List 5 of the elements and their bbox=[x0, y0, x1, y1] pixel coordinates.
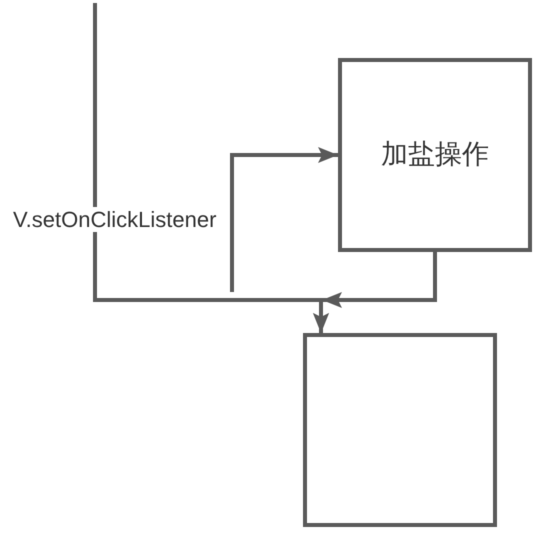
empty-box bbox=[303, 333, 497, 527]
edge-label: V.setOnClickListener bbox=[12, 207, 218, 232]
arrow bbox=[230, 147, 338, 292]
node-text: 加盐操作 bbox=[381, 138, 489, 172]
process-box bbox=[338, 58, 532, 252]
